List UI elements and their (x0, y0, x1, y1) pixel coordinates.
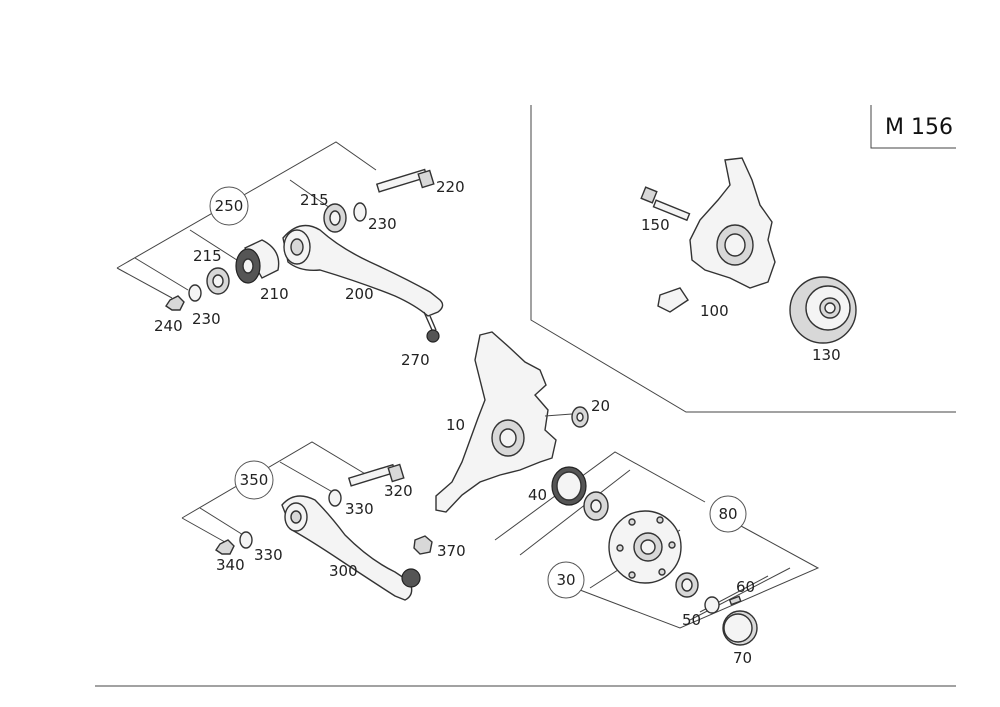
callout-250-label: 250 (215, 197, 244, 215)
label-10: 10 (446, 416, 465, 434)
washer-230[interactable] (188, 284, 202, 302)
bushing-210[interactable] (244, 239, 280, 279)
nut-240[interactable] (165, 295, 185, 311)
label-100: 100 (700, 302, 729, 320)
washer-330-top[interactable] (328, 489, 342, 507)
callout-30[interactable] (547, 561, 585, 599)
knuckle-m156-group: 150 100 130 (640, 157, 857, 364)
bolt-220[interactable] (375, 168, 435, 193)
upper-arm-group: 250 220 215 230 215 210 200 240 (116, 141, 465, 369)
model-code: M 156 (885, 115, 953, 140)
label-40: 40 (528, 486, 547, 504)
label-130: 130 (812, 346, 841, 364)
hub-group: 80 30 40 60 50 70 (494, 451, 820, 667)
label-270: 270 (401, 351, 430, 369)
label-330-top: 330 (345, 500, 374, 518)
nut-50[interactable] (704, 596, 720, 614)
ball-joint-nut-270[interactable] (426, 329, 440, 343)
label-320: 320 (384, 482, 413, 500)
label-370: 370 (437, 542, 466, 560)
label-300: 300 (329, 562, 358, 580)
nut-340[interactable] (215, 539, 235, 555)
label-340: 340 (216, 556, 245, 574)
label-215: 215 (193, 247, 222, 265)
knuckle-10-group: 20 10 (435, 331, 610, 513)
nut-370[interactable] (413, 535, 433, 555)
callout-350[interactable] (234, 460, 274, 500)
callout-80-label: 80 (718, 505, 737, 523)
callout-80[interactable] (709, 495, 747, 533)
bolt-320[interactable] (347, 463, 405, 487)
label-70: 70 (733, 649, 752, 667)
label-20: 20 (591, 397, 610, 415)
label-220: 220 (436, 178, 465, 196)
callout-30-label: 30 (556, 571, 575, 589)
screw-60[interactable] (728, 595, 742, 606)
label-60: 60 (736, 578, 755, 596)
lower-arm-group: 350 320 330 330 340 300 370 (181, 441, 466, 601)
steering-knuckle-10[interactable] (435, 331, 557, 513)
label-210: 210 (260, 285, 289, 303)
variant-frame: M 156 (530, 105, 956, 413)
label-230: 230 (192, 310, 221, 328)
label-150: 150 (641, 216, 670, 234)
label-330: 330 (254, 546, 283, 564)
callout-250[interactable] (209, 186, 249, 226)
label-215-top: 215 (300, 191, 329, 209)
steering-knuckle-100[interactable] (689, 157, 776, 289)
label-230-top: 230 (368, 215, 397, 233)
washer-230-top[interactable] (353, 202, 367, 222)
bolt-150[interactable] (640, 186, 691, 222)
washer-330[interactable] (239, 531, 253, 549)
label-240: 240 (154, 317, 183, 335)
label-50: 50 (682, 611, 701, 629)
callout-350-label: 350 (240, 471, 269, 489)
control-arm-200[interactable] (282, 224, 444, 317)
label-200: 200 (345, 285, 374, 303)
